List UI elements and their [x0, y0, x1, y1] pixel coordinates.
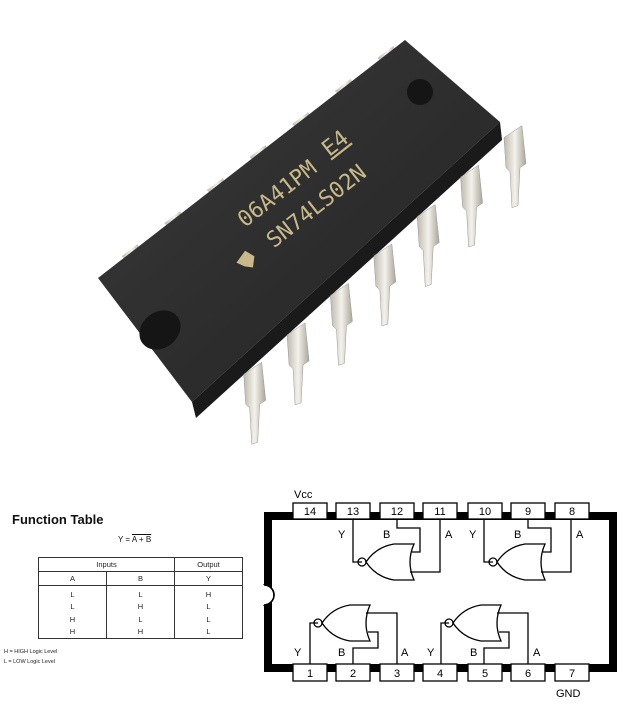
chip-pin [416, 204, 440, 287]
chip-notch [139, 310, 181, 350]
wire [483, 631, 510, 664]
pin-number: 11 [434, 506, 445, 518]
pin-number: 2 [350, 668, 356, 680]
gate-pin-label: B [514, 529, 521, 541]
pin-number: 10 [479, 506, 491, 518]
wire [366, 612, 398, 664]
wire [309, 622, 318, 664]
ti-logo [236, 250, 255, 268]
gate-pin-label: A [445, 529, 453, 541]
pin-number: 12 [391, 506, 403, 518]
gate-pin-label: A [576, 529, 584, 541]
note-high: H = HIGH Logic Level [4, 649, 58, 655]
wire [497, 612, 529, 664]
pin-number: 1 [307, 668, 313, 680]
gate-pin-label: Y [338, 529, 346, 541]
column-y: Y [174, 571, 243, 586]
cell: L [174, 625, 243, 639]
gate-pin-label: B [338, 647, 345, 659]
pin-number: 3 [394, 668, 400, 680]
chip-pin [330, 282, 353, 366]
pin-14 [292, 502, 328, 520]
chip-body [98, 40, 500, 402]
formula-rhs: A + B [131, 535, 152, 544]
ic-chip-photo: 06A41PM E4 SN74LS02N [98, 40, 527, 445]
note-low: L = LOW Logic Level [4, 659, 56, 665]
pin-number: 8 [569, 506, 575, 518]
pin-10 [467, 502, 503, 520]
pin-number: 14 [304, 506, 316, 518]
cell: H [174, 585, 243, 601]
wire [483, 519, 493, 563]
vcc-label: Vcc [294, 489, 313, 501]
wire [352, 631, 379, 664]
pin1-dimple [407, 79, 433, 105]
pin-8 [554, 502, 590, 520]
pin-number: 9 [525, 506, 531, 518]
pin-number: 5 [482, 668, 488, 680]
wire [410, 519, 441, 573]
gate-pin-label: B [383, 529, 390, 541]
pin-7 [554, 663, 590, 682]
pin-number: 4 [437, 668, 443, 680]
pin-4 [422, 663, 458, 682]
wire [527, 519, 552, 553]
formula-lhs: Y = [118, 535, 132, 544]
pin-5 [467, 663, 503, 682]
chip-pin [286, 322, 310, 406]
cell: L [174, 613, 243, 626]
function-table-title: Function Table [12, 512, 104, 527]
pin-number: 7 [569, 668, 575, 680]
pin-number: 6 [525, 668, 531, 680]
gnd-label: GND [556, 688, 581, 700]
pin-number: 13 [347, 506, 359, 518]
cell: L [174, 600, 243, 613]
gate-pin-label: B [470, 647, 477, 659]
logic-formula: Y = A + B [118, 535, 151, 544]
gate-pin-label: A [533, 647, 541, 659]
wire [396, 519, 421, 553]
gate-pin-label: Y [427, 647, 435, 659]
chip-pin [460, 164, 483, 248]
chip-pin [503, 125, 527, 209]
wire [541, 519, 572, 573]
wire [440, 622, 449, 664]
chip-pins-front [243, 125, 527, 445]
gate-pin-label: A [401, 647, 409, 659]
gate-pin-label: Y [469, 529, 477, 541]
chip-pin [243, 361, 266, 445]
wire [352, 519, 362, 563]
chip-pin [373, 243, 397, 327]
gate-pin-label: Y [294, 647, 302, 659]
chip-body-edge [192, 122, 502, 418]
